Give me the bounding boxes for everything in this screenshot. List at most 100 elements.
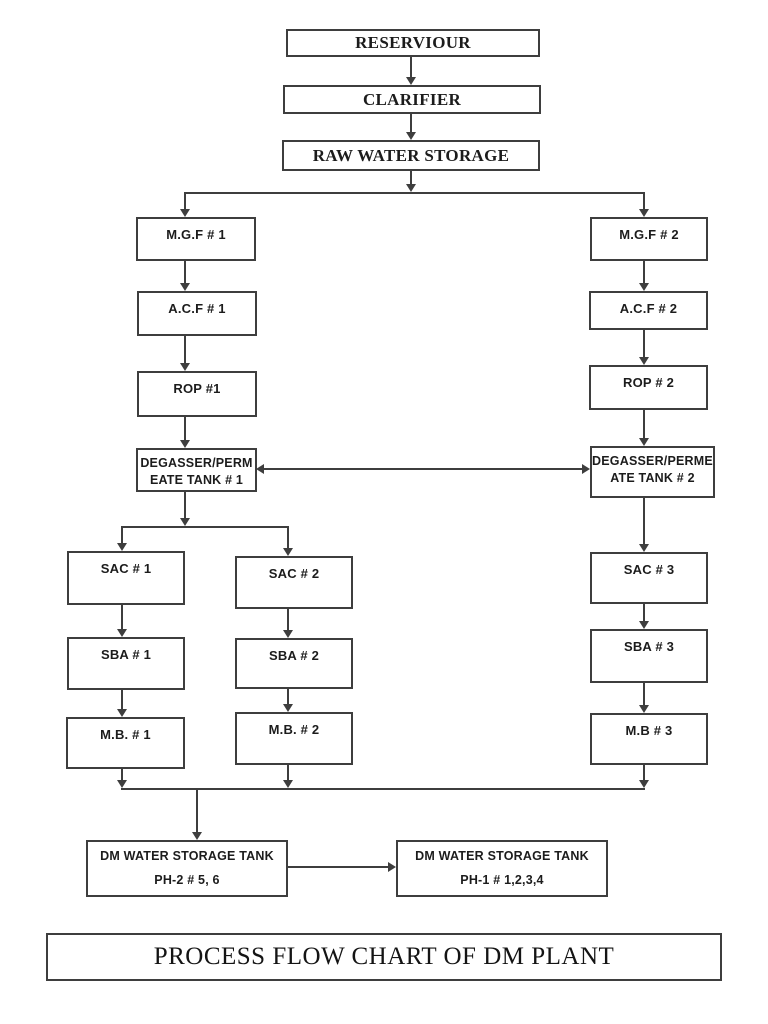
arrow-reserviour-to-clarifier-line	[410, 57, 412, 77]
node-reserviour-label: RESERVIOUR	[355, 33, 471, 52]
node-reserviour: RESERVIOUR	[286, 29, 540, 57]
node-sac-3: SAC # 3	[590, 552, 708, 604]
arrow-sac2-to-sba2-line	[287, 609, 289, 630]
node-degasser-permeate-tank-1: DEGASSER/PERM EATE TANK # 1	[136, 448, 257, 492]
double-arrow-degasser1-degasser2-line	[264, 468, 582, 470]
arrow-sba3-to-mb3-head	[639, 705, 649, 713]
chart-title: PROCESS FLOW CHART OF DM PLANT	[153, 943, 615, 970]
arrow-branch-to-mgf2-head	[639, 209, 649, 217]
node-mb-3-label: M.B # 3	[625, 723, 673, 738]
node-mb-1-label: M.B. # 1	[100, 727, 151, 742]
node-sba-2: SBA # 2	[235, 638, 353, 689]
tank-ph2-line1: DM WATER STORAGE TANK	[100, 849, 274, 863]
arrow-degasser1-to-split-head	[180, 518, 190, 526]
node-clarifier: CLARIFIER	[283, 85, 541, 114]
arrow-acf2-to-rop2-head	[639, 357, 649, 365]
node-rop-1: ROP #1	[137, 371, 257, 417]
arrow-mb2-to-collector-line	[287, 765, 289, 780]
arrow-split-to-sac2-head	[283, 548, 293, 556]
arrow-sac2-to-sba2-head	[283, 630, 293, 638]
node-acf-1-label: A.C.F # 1	[168, 301, 226, 316]
arrow-rop1-to-degasser1-head	[180, 440, 190, 448]
node-rop-2-label: ROP # 2	[622, 375, 675, 390]
arrow-mb2-to-collector-head	[283, 780, 293, 788]
node-sac-1-label: SAC # 1	[100, 561, 152, 576]
node-mgf-2-label: M.G.F # 2	[619, 227, 679, 242]
arrow-degasser2-to-sac3-line	[643, 498, 645, 544]
arrow-split-to-sac2-line	[287, 528, 289, 548]
node-degasser-permeate-tank-2: DEGASSER/PERME ATE TANK # 2	[590, 446, 715, 498]
arrow-raw-to-branch-line	[410, 171, 412, 184]
arrow-reserviour-to-clarifier-head	[406, 77, 416, 85]
node-dm-water-storage-tank-ph1: DM WATER STORAGE TANK PH-1 # 1,2,3,4	[396, 840, 608, 897]
node-raw-water-storage-label: RAW WATER STORAGE	[312, 145, 510, 165]
node-sac-2: SAC # 2	[235, 556, 353, 609]
arrow-sba2-to-mb2-head	[283, 704, 293, 712]
node-degasser-2-line2: ATE TANK # 2	[610, 471, 695, 485]
arrow-mb3-to-collector-head	[639, 780, 649, 788]
arrow-acf1-to-rop1-head	[180, 363, 190, 371]
node-degasser-1-line2: EATE TANK # 1	[149, 473, 244, 487]
tank-ph1-line1: DM WATER STORAGE TANK	[415, 849, 589, 863]
node-mgf-2: M.G.F # 2	[590, 217, 708, 261]
arrow-rop2-to-degasser2-line	[643, 410, 645, 438]
node-sac-3-label: SAC # 3	[623, 562, 675, 577]
arrow-sac1-to-sba1-head	[117, 629, 127, 637]
arrow-sac3-to-sba3-line	[643, 604, 645, 621]
node-acf-2: A.C.F # 2	[589, 291, 708, 330]
node-degasser-2-line1: DEGASSER/PERME	[592, 454, 713, 468]
node-dm-water-storage-tank-ph2: DM WATER STORAGE TANK PH-2 # 5, 6	[86, 840, 288, 897]
node-raw-water-storage: RAW WATER STORAGE	[282, 140, 540, 171]
arrow-branch-to-mgf1-head	[180, 209, 190, 217]
arrow-split-to-sac1-head	[117, 543, 127, 551]
arrow-split-to-sac1-line	[121, 528, 123, 543]
node-sac-1: SAC # 1	[67, 551, 185, 605]
arrow-collector-to-tank-ph2-head	[192, 832, 202, 840]
node-sba-3: SBA # 3	[590, 629, 708, 683]
node-acf-1: A.C.F # 1	[137, 291, 257, 336]
arrow-mgf2-to-acf2-line	[643, 261, 645, 283]
node-mb-2: M.B. # 2	[235, 712, 353, 765]
arrow-sac3-to-sba3-head	[639, 621, 649, 629]
arrow-sba1-to-mb1-head	[117, 709, 127, 717]
arrow-rop1-to-degasser1-line	[184, 417, 186, 440]
arrow-mb1-to-collector-head	[117, 780, 127, 788]
node-clarifier-label: CLARIFIER	[362, 89, 462, 109]
arrow-clarifier-to-raw-head	[406, 132, 416, 140]
double-arrow-right-head	[582, 464, 590, 474]
node-sba-3-label: SBA # 3	[623, 639, 675, 654]
collector-horizontal-line	[121, 788, 645, 790]
node-mb-3: M.B # 3	[590, 713, 708, 765]
arrow-mb3-to-collector-line	[643, 765, 645, 780]
arrow-branch-to-mgf2-line	[643, 193, 645, 209]
node-mb-1: M.B. # 1	[66, 717, 185, 769]
arrow-raw-to-branch-head	[406, 184, 416, 192]
split-horizontal-line	[121, 526, 289, 528]
arrow-acf2-to-rop2-line	[643, 330, 645, 357]
arrow-rop2-to-degasser2-head	[639, 438, 649, 446]
arrow-acf1-to-rop1-line	[184, 336, 186, 363]
node-rop-1-label: ROP #1	[173, 381, 221, 396]
arrow-mgf1-to-acf1-line	[184, 261, 186, 283]
node-mb-2-label: M.B. # 2	[268, 722, 320, 737]
arrow-collector-to-tank-ph2-line	[196, 790, 198, 832]
node-degasser-1-line1: DEGASSER/PERM	[140, 456, 253, 470]
arrow-degasser2-to-sac3-head	[639, 544, 649, 552]
node-mgf-1: M.G.F # 1	[136, 217, 256, 261]
double-arrow-left-head	[256, 464, 264, 474]
tank-ph2-line2: PH-2 # 5, 6	[154, 873, 220, 887]
branch-horizontal-line	[184, 192, 645, 194]
node-rop-2: ROP # 2	[589, 365, 708, 410]
arrow-sba2-to-mb2-line	[287, 689, 289, 704]
arrow-sba1-to-mb1-line	[121, 690, 123, 709]
arrow-mb1-to-collector-line	[121, 769, 123, 780]
node-sba-1: SBA # 1	[67, 637, 185, 690]
arrow-mgf1-to-acf1-head	[180, 283, 190, 291]
node-sba-1-label: SBA # 1	[100, 647, 152, 662]
node-acf-2-label: A.C.F # 2	[619, 301, 678, 316]
arrow-clarifier-to-raw-line	[410, 114, 412, 132]
arrow-sac1-to-sba1-line	[121, 605, 123, 629]
node-mgf-1-label: M.G.F # 1	[166, 227, 226, 242]
arrow-degasser1-to-split-line	[184, 492, 186, 518]
